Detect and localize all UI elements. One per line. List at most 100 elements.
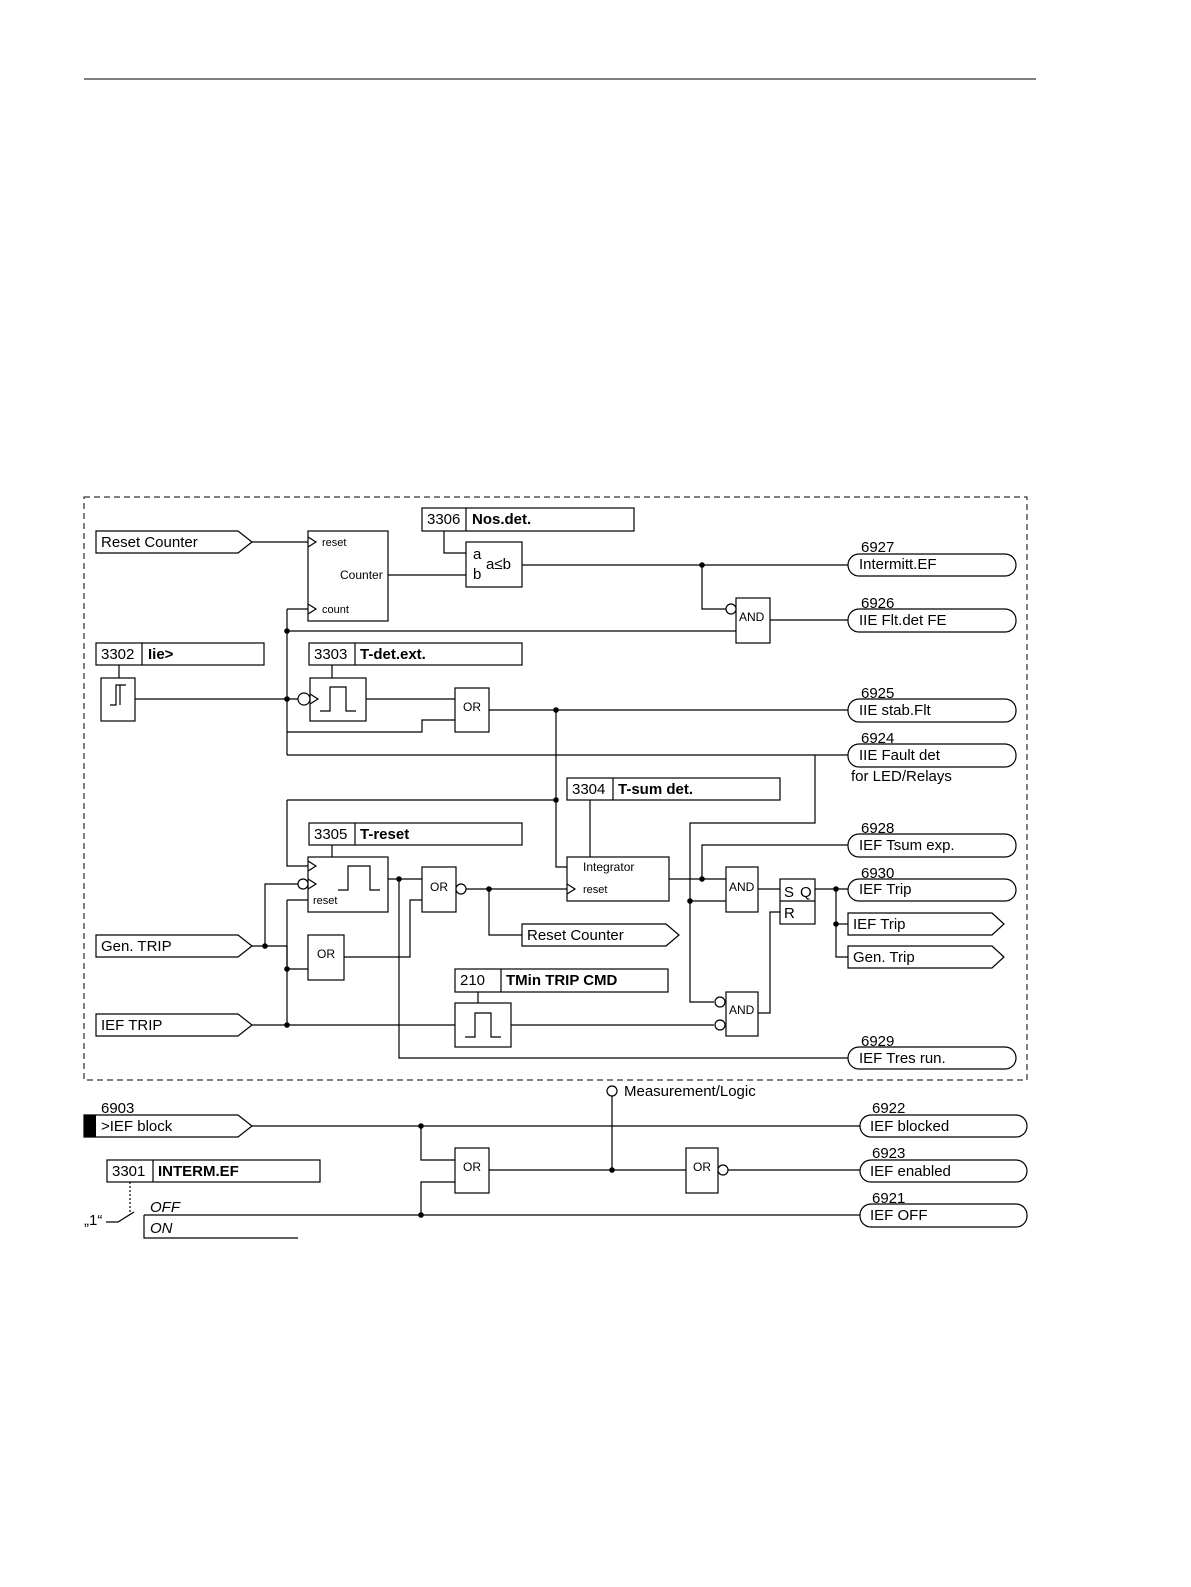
svg-text:6930: 6930	[861, 865, 894, 882]
svg-text:Counter: Counter	[340, 568, 383, 582]
input-ief-block-number: 6903	[101, 1100, 134, 1117]
svg-text:IEF blocked: IEF blocked	[870, 1118, 949, 1135]
svg-text:Reset Counter: Reset Counter	[527, 927, 624, 944]
internal-reset-counter: Reset Counter	[521, 923, 680, 947]
svg-text:6922: 6922	[872, 1100, 905, 1117]
svg-text:IEF Trip: IEF Trip	[853, 916, 906, 933]
output-6924: 6924 IIE Fault det for LED/Relays	[847, 730, 1017, 785]
svg-text:IEF Trip: IEF Trip	[859, 881, 912, 898]
or-gate-3: OR	[307, 934, 345, 981]
output-6927: 6927 Intermitt.EF	[847, 539, 1017, 577]
svg-text:reset: reset	[583, 884, 607, 896]
internal-ief-trip: IEF Trip	[847, 912, 1005, 936]
svg-text:Integrator: Integrator	[583, 860, 634, 874]
svg-text:Gen. Trip: Gen. Trip	[853, 949, 915, 966]
svg-text:R: R	[784, 905, 795, 922]
sr-flipflop: S Q R	[779, 878, 816, 925]
output-6923: 6923 IEF enabled	[859, 1145, 1028, 1183]
svg-text:IEF Tsum exp.: IEF Tsum exp.	[859, 837, 955, 854]
svg-text:IEF Tres run.: IEF Tres run.	[859, 1050, 946, 1067]
svg-text:S: S	[784, 884, 794, 901]
svg-text:3304: 3304	[572, 781, 605, 798]
svg-text:6928: 6928	[861, 820, 894, 837]
or-gate-1: OR	[454, 687, 490, 733]
svg-text:IEF enabled: IEF enabled	[870, 1163, 951, 1180]
param-3306: 3306 Nos.det.	[421, 507, 635, 532]
svg-text:6926: 6926	[861, 595, 894, 612]
svg-text:count: count	[322, 604, 349, 616]
svg-text:„1“: „1“	[84, 1212, 102, 1229]
param-3303: 3303 T-det.ext.	[308, 642, 523, 666]
svg-text:IIE stab.Flt: IIE stab.Flt	[859, 702, 932, 719]
measurement-logic-frame	[83, 496, 1028, 1081]
internal-gen-trip: Gen. Trip	[847, 945, 1005, 969]
switch-3301: „1“ OFF ON	[84, 1199, 181, 1237]
svg-text:IEF OFF: IEF OFF	[870, 1207, 928, 1224]
svg-text:OFF: OFF	[150, 1199, 181, 1216]
and-gate-2: AND	[725, 866, 759, 913]
svg-text:b: b	[473, 566, 481, 583]
svg-text:Measurement/Logic: Measurement/Logic	[624, 1083, 756, 1100]
svg-text:3303: 3303	[314, 646, 347, 663]
svg-text:T-sum det.: T-sum det.	[618, 781, 693, 798]
timer-3305: reset	[297, 856, 389, 913]
svg-text:AND: AND	[739, 610, 765, 624]
svg-text:6921: 6921	[872, 1190, 905, 1207]
integrator-block: Integrator reset	[566, 856, 670, 902]
svg-text:OR: OR	[317, 947, 335, 961]
input-ief-trip-label: IEF TRIP	[101, 1017, 162, 1034]
svg-text:IIE Fault det: IIE Fault det	[859, 747, 941, 764]
svg-text:6924: 6924	[861, 730, 894, 747]
svg-text:reset: reset	[322, 537, 346, 549]
svg-text:OR: OR	[463, 700, 481, 714]
svg-text:OR: OR	[430, 880, 448, 894]
output-6930: 6930 IEF Trip	[847, 865, 1017, 902]
svg-text:Iie>: Iie>	[148, 646, 174, 663]
svg-text:Q: Q	[800, 884, 812, 901]
svg-text:3302: 3302	[101, 646, 134, 663]
svg-text:Intermitt.EF: Intermitt.EF	[859, 556, 937, 573]
svg-text:IIE Flt.det FE: IIE Flt.det FE	[859, 612, 947, 629]
junction-dots	[262, 562, 839, 1218]
svg-text:6929: 6929	[861, 1033, 894, 1050]
param-3305: 3305 T-reset	[308, 822, 523, 846]
svg-text:AND: AND	[729, 880, 755, 894]
svg-text:AND: AND	[729, 1003, 755, 1017]
input-reset-counter: Reset Counter	[95, 530, 253, 554]
param-210: 210 TMin TRIP CMD	[454, 968, 669, 993]
output-6921: 6921 IEF OFF	[859, 1190, 1028, 1228]
threshold-symbol	[100, 677, 136, 722]
timer-3303	[297, 677, 367, 722]
wires	[106, 531, 860, 1239]
and-gate-1: AND	[725, 597, 771, 644]
or-gate-4: OR	[454, 1147, 490, 1194]
or-gate-2: OR	[421, 866, 467, 913]
svg-text:6923: 6923	[872, 1145, 905, 1162]
svg-text:a≤b: a≤b	[486, 556, 511, 573]
svg-text:3305: 3305	[314, 826, 347, 843]
output-6925: 6925 IIE stab.Flt	[847, 685, 1017, 723]
output-6928: 6928 IEF Tsum exp.	[847, 820, 1017, 858]
svg-text:210: 210	[460, 972, 485, 989]
input-gen-trip: Gen. TRIP	[95, 934, 253, 958]
comparator-block: a b a≤b	[465, 541, 523, 588]
svg-text:Nos.det.: Nos.det.	[472, 511, 531, 528]
svg-text:T-det.ext.: T-det.ext.	[360, 646, 426, 663]
param-3301: 3301 INTERM.EF	[106, 1159, 321, 1183]
input-gen-trip-label: Gen. TRIP	[101, 938, 172, 955]
timer-210	[454, 1002, 512, 1048]
output-6922: 6922 IEF blocked	[859, 1100, 1028, 1138]
svg-text:INTERM.EF: INTERM.EF	[158, 1163, 239, 1180]
svg-text:T-reset: T-reset	[360, 826, 409, 843]
svg-text:OR: OR	[463, 1160, 481, 1174]
svg-text:ON: ON	[150, 1220, 173, 1237]
param-3304: 3304 T-sum det.	[566, 777, 781, 801]
svg-text:6925: 6925	[861, 685, 894, 702]
svg-text:a: a	[473, 546, 482, 563]
svg-text:3306: 3306	[427, 511, 460, 528]
output-6926: 6926 IIE Flt.det FE	[847, 595, 1017, 633]
input-ief-trip: IEF TRIP	[95, 1013, 253, 1037]
svg-text:TMin TRIP CMD: TMin TRIP CMD	[506, 972, 618, 989]
and-gate-3: AND	[714, 991, 759, 1037]
